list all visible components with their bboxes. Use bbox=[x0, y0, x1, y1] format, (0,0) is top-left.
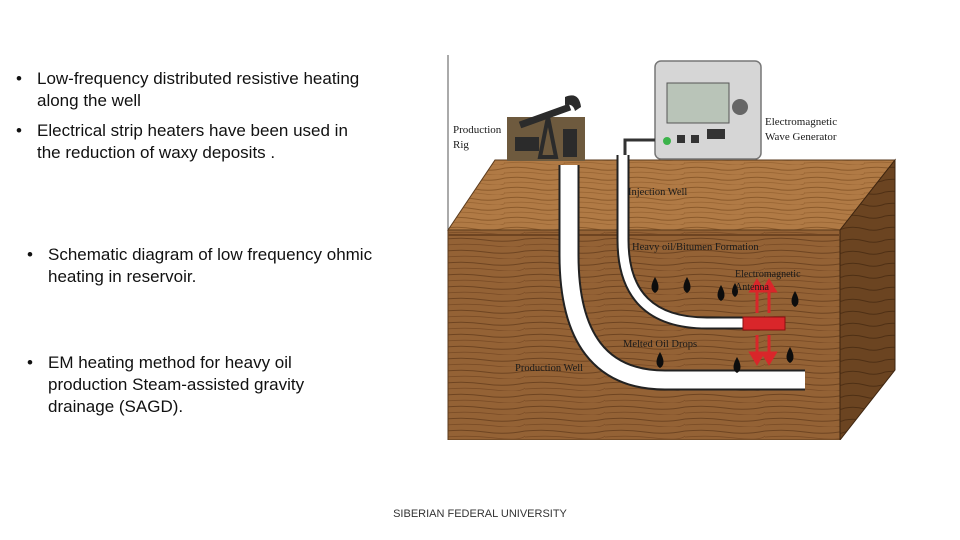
label-production-rig-1: Production bbox=[453, 124, 502, 136]
label-antenna-1: Electromagnetic bbox=[735, 269, 801, 280]
oil-drop-icon bbox=[683, 277, 691, 293]
pumpjack-icon bbox=[507, 95, 585, 161]
bullet-schematic: Schematic diagram of low frequency ohmic… bbox=[27, 244, 387, 288]
intro-bullets: Low-frequency distributed resistive heat… bbox=[16, 68, 376, 172]
label-injection-well: Injection Well bbox=[628, 187, 687, 198]
oil-drop-icon bbox=[791, 291, 799, 307]
oil-drop-icon bbox=[651, 277, 659, 293]
bullet-resistive-heating: Low-frequency distributed resistive heat… bbox=[16, 68, 376, 112]
oil-drop-icon bbox=[717, 285, 725, 301]
label-production-rig-2: Rig bbox=[453, 139, 469, 151]
oil-drop-icon bbox=[656, 352, 664, 368]
block-front bbox=[447, 229, 841, 440]
oil-drop-icon bbox=[733, 357, 741, 373]
label-production-well: Production Well bbox=[515, 363, 583, 374]
schematic-bullet: Schematic diagram of low frequency ohmic… bbox=[27, 244, 387, 296]
oil-drop-icon bbox=[786, 347, 794, 363]
em-generator-icon bbox=[654, 60, 762, 160]
bullet-strip-heaters: Electrical strip heaters have been used … bbox=[16, 120, 376, 164]
em-heating-diagram: Production Rig Electromagnetic Wave Gene… bbox=[447, 55, 897, 440]
em-antenna-heater bbox=[742, 316, 786, 331]
em-heating-bullet: EM heating method for heavy oil producti… bbox=[27, 352, 367, 426]
label-generator-1: Electromagnetic bbox=[765, 116, 837, 128]
oil-drop-icon bbox=[732, 283, 738, 297]
label-melted-oil: Melted Oil Drops bbox=[623, 339, 697, 350]
oil-drops bbox=[651, 277, 799, 373]
heat-arrows bbox=[748, 278, 778, 366]
label-formation: Heavy oil/Bitumen Formation bbox=[632, 242, 759, 253]
label-generator-2: Wave Generator bbox=[765, 131, 837, 143]
label-antenna-2: Antenna bbox=[735, 282, 769, 293]
bullet-em-heating: EM heating method for heavy oil producti… bbox=[27, 352, 367, 418]
footer-university: SIBERIAN FEDERAL UNIVERSITY bbox=[393, 508, 567, 520]
block-side bbox=[839, 158, 896, 440]
